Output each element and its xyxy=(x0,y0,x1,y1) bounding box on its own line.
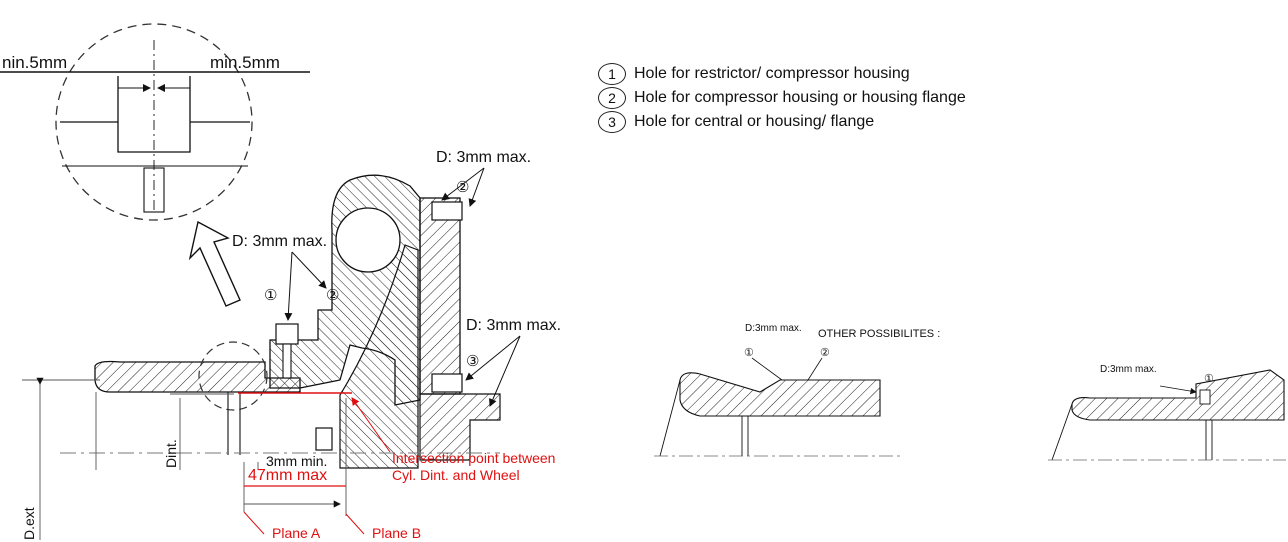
legend-text-3: Hole for central or housing/ flange xyxy=(634,113,875,130)
legend-item-3: 3 Hole for central or housing/ flange xyxy=(596,110,966,134)
legend-text-2: Hole for compressor housing or housing f… xyxy=(634,89,966,106)
marker-2: ② xyxy=(326,287,339,304)
detail-zoom-circle xyxy=(0,23,310,221)
plane-b-label: Plane B xyxy=(372,525,421,541)
plane-a-label: Plane A xyxy=(272,525,321,541)
three-mm-label: 3mm min. xyxy=(266,453,327,469)
legend-num-3: 3 xyxy=(598,111,626,133)
turbo-cross-section xyxy=(60,174,501,469)
d-top-right-label: D: 3mm max. xyxy=(436,149,531,166)
small-m3: ① xyxy=(1204,373,1214,385)
legend-item-2: 2 Hole for compressor housing or housing… xyxy=(596,86,966,110)
d-mid-right-label: D: 3mm max. xyxy=(466,317,561,334)
d-int-label: Dint. xyxy=(163,439,179,468)
small-m1: ① xyxy=(744,347,754,359)
legend-text-1: Hole for restrictor/ compressor housing xyxy=(634,65,910,82)
min-right-label: min.5mm xyxy=(210,53,280,72)
legend-item-1: 1 Hole for restrictor/ compressor housin… xyxy=(596,62,966,86)
small-d2-label: D:3mm max. xyxy=(1100,364,1157,375)
small-m2: ② xyxy=(820,347,830,359)
marker-3: ③ xyxy=(466,353,479,370)
hole-legend: 1 Hole for restrictor/ compressor housin… xyxy=(596,62,966,134)
legend-num-1: 1 xyxy=(598,63,626,85)
other-possibilities-label: OTHER POSSIBILITES : xyxy=(818,328,940,340)
legend-num-2: 2 xyxy=(598,87,626,109)
possibility-two: D:3mm max. ① xyxy=(1048,364,1286,461)
small-d1-label: D:3mm max. xyxy=(745,323,802,334)
min-left-label: nin.5mm xyxy=(2,53,67,72)
d-mid-left-label: D: 3mm max. xyxy=(232,233,327,250)
intersection-label-1: Intersection point between xyxy=(392,450,555,466)
d-ext-label: D.ext xyxy=(21,507,37,540)
forty-seven-label: 47mm max xyxy=(248,467,327,484)
zoom-arrow-icon xyxy=(188,220,241,307)
marker-1: ① xyxy=(264,287,277,304)
intersection-label-2: Cyl. Dint. and Wheel xyxy=(392,467,520,483)
possibility-one: D:3mm max. ① ② xyxy=(654,323,900,457)
marker-2b: ② xyxy=(456,179,469,196)
